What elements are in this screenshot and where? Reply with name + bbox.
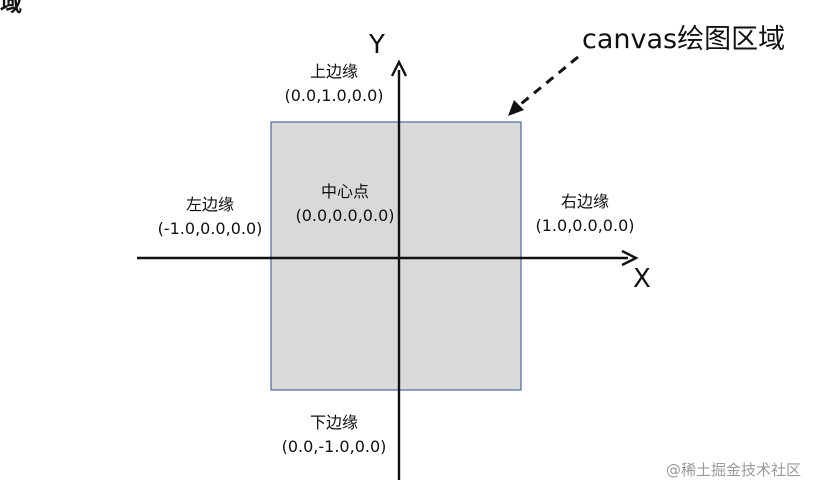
callout-dashed-line <box>515 55 579 110</box>
callout-arrowhead <box>508 100 524 116</box>
center-point-coord: (0.0,0.0,0.0) <box>295 206 395 225</box>
bottom-edge-label: 下边缘 (0.0,-1.0,0.0) <box>276 413 392 457</box>
left-edge-name: 左边缘 <box>185 195 234 214</box>
center-point-label: 中心点 (0.0,0.0,0.0) <box>287 182 403 226</box>
top-edge-label: 上边缘 (0.0,1.0,0.0) <box>284 62 384 106</box>
canvas-area-callout: canvas绘图区域 <box>582 24 786 55</box>
right-edge-name: 右边缘 <box>560 192 609 211</box>
top-edge-name: 上边缘 <box>309 62 358 81</box>
bottom-edge-name: 下边缘 <box>309 413 358 432</box>
left-edge-label: 左边缘 (-1.0,0.0,0.0) <box>150 195 270 239</box>
right-edge-coord: (1.0,0.0,0.0) <box>535 216 635 235</box>
center-point-name: 中心点 <box>320 182 369 201</box>
header-fragment: 域 <box>0 0 23 17</box>
watermark: @稀土掘金技术社区 <box>666 461 802 479</box>
y-axis-arrowhead <box>390 59 408 77</box>
canvas-area <box>270 121 522 391</box>
y-axis-label: Y <box>369 30 385 60</box>
right-edge-label: 右边缘 (1.0,0.0,0.0) <box>530 192 640 236</box>
x-axis-arrowhead <box>621 249 639 267</box>
left-edge-coord: (-1.0,0.0,0.0) <box>157 219 263 238</box>
bottom-edge-coord: (0.0,-1.0,0.0) <box>281 437 387 456</box>
top-edge-coord: (0.0,1.0,0.0) <box>284 86 384 105</box>
x-axis-label: X <box>633 264 651 294</box>
